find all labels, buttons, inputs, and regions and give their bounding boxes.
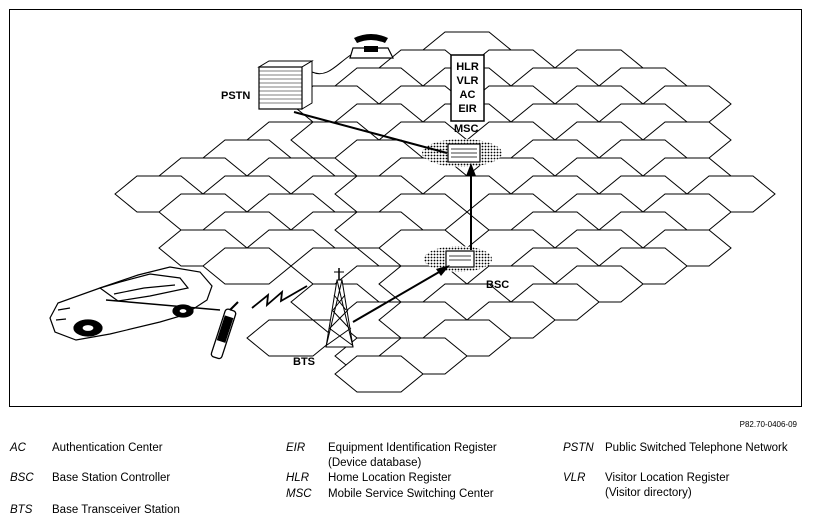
car-icon [49,266,221,341]
telephone-icon [311,34,394,75]
bts-label: BTS [293,356,315,368]
switch-cabinet-icon [445,250,475,268]
legend-definition: Base Transceiver Station [52,504,180,516]
register-stack: HLR VLR AC EIR [450,54,485,122]
legend-definition: Home Location Register [328,472,452,484]
cell-grid [114,31,776,393]
legend-definition: Base Station Controller [52,472,171,484]
stack-label-eir: EIR [458,103,476,115]
legend-abbr: PSTN [563,442,594,454]
legend-abbr: BSC [10,472,34,484]
legend-abbr: VLR [563,472,586,484]
msc-switch [422,139,502,167]
legend-definition: Equipment Identification Register [328,442,497,454]
hex-cell [334,355,424,393]
figure-code: P82.70-0406-09 [739,420,797,429]
legend-abbr: EIR [286,442,306,454]
hex-cell [246,319,336,357]
legend-definition: Visitor Location Register [605,472,730,484]
bsc-switch [424,246,492,272]
connection-lines [293,111,476,323]
legend-abbr: MSC [286,488,312,500]
legend-definition: Authentication Center [52,442,163,454]
legend-subnote: (Device database) [328,457,422,469]
pstn-cabinet [257,60,314,110]
stack-label-ac: AC [460,89,476,101]
network-diagram: HLR VLR AC EIR MSC BSC BTS PSTN [49,31,776,393]
legend-subnote: (Visitor directory) [605,487,692,499]
msc-label: MSC [454,123,479,135]
legend-abbr: HLR [286,472,310,484]
legend-definition: Public Switched Telephone Network [605,442,788,454]
radio-link-icon [251,285,308,309]
legend-definition: Mobile Service Switching Center [328,488,494,500]
legend-abbr: BTS [10,504,33,516]
pstn-label: PSTN [221,90,250,102]
stack-label-hlr: HLR [456,61,479,73]
mobile-phone-icon [210,301,239,360]
stack-label-vlr: VLR [457,75,479,87]
legend-abbr: AC [10,442,26,454]
bsc-label: BSC [486,279,509,291]
diagram-frame: HLR VLR AC EIR MSC BSC BTS PSTN [9,9,802,407]
antenna-tower-icon [325,268,354,348]
